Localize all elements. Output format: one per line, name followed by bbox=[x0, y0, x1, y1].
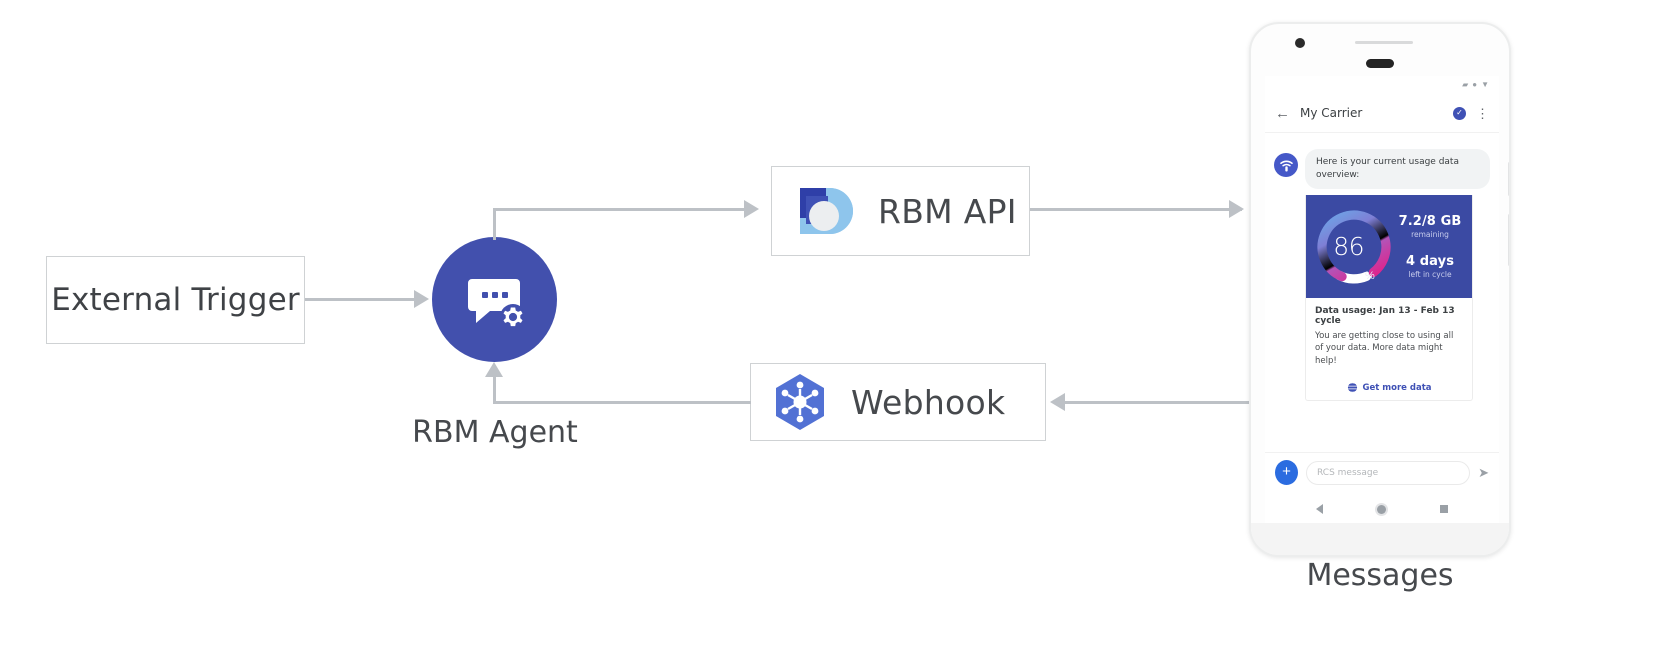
back-arrow-icon[interactable]: ← bbox=[1275, 104, 1290, 122]
phone-top-bezel bbox=[1251, 24, 1509, 76]
messages-caption: Messages bbox=[1306, 558, 1454, 593]
arrowhead-trigger-to-agent bbox=[414, 290, 429, 308]
android-nav-bar bbox=[1265, 492, 1499, 526]
speaker-grille bbox=[1366, 59, 1394, 68]
connector-api-to-phone bbox=[1030, 208, 1242, 211]
send-icon[interactable]: ➤ bbox=[1478, 465, 1489, 480]
data-usage-donut-chart: 86 % bbox=[1312, 205, 1396, 289]
donut-percent-value: 86 bbox=[1333, 232, 1365, 262]
days-left-caption: left in cycle bbox=[1408, 270, 1452, 280]
get-more-data-label: Get more data bbox=[1362, 382, 1432, 393]
rcs-message-input[interactable]: RCS message bbox=[1306, 460, 1471, 485]
rich-card-description: You are getting close to using all of yo… bbox=[1315, 331, 1454, 366]
conversation-area: Here is your current usage data overview… bbox=[1265, 133, 1499, 468]
donut-svg bbox=[1317, 210, 1391, 284]
power-button[interactable] bbox=[1508, 162, 1509, 196]
rcs-signal-icon bbox=[1279, 160, 1293, 171]
external-trigger-label: External Trigger bbox=[51, 282, 300, 318]
rich-card-body: Data usage: Jan 13 - Feb 13 cycle You ar… bbox=[1306, 298, 1472, 373]
rbm-agent-label: RBM Agent bbox=[412, 415, 578, 450]
nav-back-icon[interactable] bbox=[1316, 504, 1323, 514]
connector-webhook-to-agent bbox=[493, 401, 751, 404]
phone-device: ▰ ● ▼ ← My Carrier ✓ ⋮ bbox=[1249, 22, 1511, 557]
webhook-node: Webhook bbox=[750, 363, 1046, 441]
get-more-data-button[interactable]: Get more data bbox=[1306, 373, 1472, 400]
chat-gear-icon bbox=[467, 278, 526, 330]
battery-icon: ▰ bbox=[1462, 80, 1469, 89]
arrowhead-webhook-to-agent bbox=[485, 362, 503, 377]
add-icon[interactable]: + bbox=[1275, 460, 1298, 485]
phone-screen: ▰ ● ▼ ← My Carrier ✓ ⋮ bbox=[1265, 76, 1499, 526]
rbm-api-label: RBM API bbox=[878, 191, 1017, 231]
rich-card[interactable]: 86 % 7.2/8 GB remaining 4 days left in c… bbox=[1305, 195, 1473, 402]
external-trigger-node: External Trigger bbox=[46, 256, 305, 344]
globe-icon bbox=[1346, 382, 1358, 393]
rich-card-hero: 86 % 7.2/8 GB remaining 4 days left in c… bbox=[1306, 195, 1472, 299]
volume-button[interactable] bbox=[1508, 214, 1509, 266]
app-bar: ← My Carrier ✓ ⋮ bbox=[1265, 94, 1499, 133]
rich-card-title: Data usage: Jan 13 - Feb 13 cycle bbox=[1315, 306, 1455, 327]
rcs-agent-avatar-icon bbox=[1274, 153, 1298, 177]
connector-trigger-to-agent bbox=[305, 298, 415, 301]
rbm-api-logo bbox=[800, 188, 853, 234]
webhook-label: Webhook bbox=[851, 382, 1006, 422]
status-bar: ▰ ● ▼ bbox=[1265, 76, 1499, 94]
front-camera bbox=[1295, 38, 1305, 48]
earpiece-slit bbox=[1355, 41, 1413, 44]
webhook-hexagon-icon bbox=[776, 374, 824, 430]
verified-shield-icon: ✓ bbox=[1453, 106, 1466, 120]
donut-percent-symbol: % bbox=[1365, 269, 1375, 282]
donut-center-label: 86 % bbox=[1312, 205, 1396, 289]
connector-agent-to-api bbox=[493, 208, 745, 211]
data-remaining-value: 7.2/8 GB bbox=[1398, 214, 1462, 230]
arrowhead-phone-to-webhook bbox=[1050, 393, 1065, 411]
stat-spacer bbox=[1396, 239, 1464, 254]
data-remaining-caption: remaining bbox=[1411, 230, 1449, 240]
hero-stats: 7.2/8 GB remaining 4 days left in cycle bbox=[1396, 214, 1468, 279]
arrowhead-agent-to-api bbox=[744, 200, 759, 218]
wifi-icon: ▼ bbox=[1481, 80, 1489, 89]
rbm-agent-node bbox=[432, 237, 557, 362]
dot-icon: ● bbox=[1472, 80, 1478, 89]
nav-recents-icon[interactable] bbox=[1440, 505, 1448, 513]
agent-message-row: Here is your current usage data overview… bbox=[1274, 149, 1490, 190]
rbm-api-node: RBM API bbox=[771, 166, 1030, 256]
phone-bottom-bezel bbox=[1251, 523, 1509, 555]
connector-agent-up-return bbox=[493, 375, 496, 402]
agent-message-bubble: Here is your current usage data overview… bbox=[1305, 149, 1490, 190]
app-bar-title: My Carrier bbox=[1300, 106, 1363, 120]
kebab-menu-icon[interactable]: ⋮ bbox=[1476, 105, 1489, 121]
days-left-value: 4 days bbox=[1405, 254, 1455, 270]
message-composer: + RCS message ➤ bbox=[1265, 452, 1499, 492]
arrowhead-api-to-phone bbox=[1229, 200, 1244, 218]
connector-phone-to-webhook bbox=[1065, 401, 1253, 404]
connector-agent-up bbox=[493, 208, 496, 240]
nav-home-icon[interactable] bbox=[1377, 504, 1386, 514]
